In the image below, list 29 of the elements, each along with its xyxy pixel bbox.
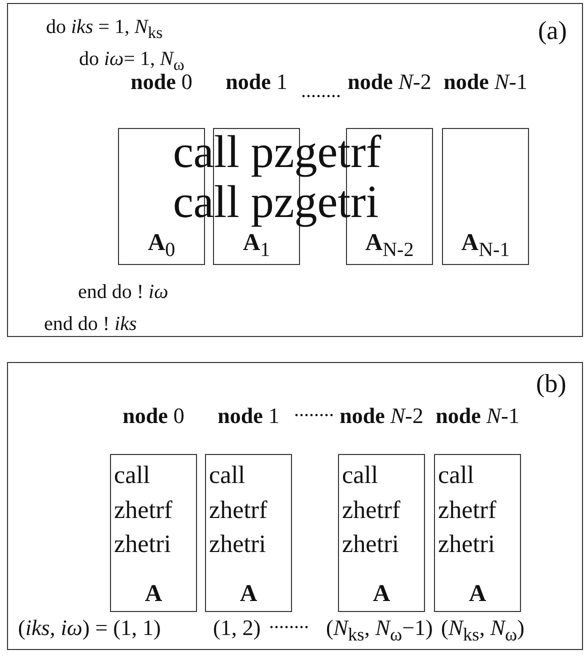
ellipsis-dots: ........	[269, 611, 309, 634]
matrix-label: A$_{0}$	[146, 230, 176, 262]
code-line: end do ! iks	[44, 313, 137, 336]
index-label: (iks, iω) = (1, 1)	[18, 615, 161, 640]
ellipsis-dots: ........	[301, 80, 341, 103]
panel-label: (b)	[536, 369, 566, 399]
index-label: (N$_{ks}$, N$_{ω}$−1)	[326, 615, 433, 646]
node-heading: node 0	[122, 404, 186, 428]
matrix-label: A$_{1}$	[242, 230, 272, 262]
code-line: end do ! iω	[78, 281, 168, 304]
node-heading: node N-2	[346, 70, 432, 94]
node-heading: node N-1	[442, 70, 528, 94]
code-line: do iks = 1, N$_{ks}$	[46, 16, 163, 42]
routine-label: call zhetrf zhetri	[114, 461, 174, 560]
routine-label: call zhetrf zhetri	[342, 461, 402, 560]
matrix-label: A$_{N-1}$	[460, 230, 511, 262]
routine-label: call zhetrf zhetri	[209, 461, 268, 560]
panel-label: (a)	[538, 16, 567, 46]
matrix-label: A	[468, 581, 488, 609]
matrix-label: A	[144, 581, 164, 609]
ellipsis-dots: ........	[294, 399, 334, 422]
matrix-label: A	[372, 581, 392, 609]
index-label: (1, 2)	[213, 615, 261, 640]
node-heading: node N-1	[434, 404, 520, 428]
matrix-label: A$_{N-2}$	[364, 230, 415, 262]
matrix-label: A	[238, 581, 258, 609]
index-label: (N$_{ks}$, N$_{ω}$)	[441, 615, 524, 646]
routine-label: call zhetrf zhetri	[438, 461, 498, 560]
node-heading: node 1	[224, 70, 288, 94]
